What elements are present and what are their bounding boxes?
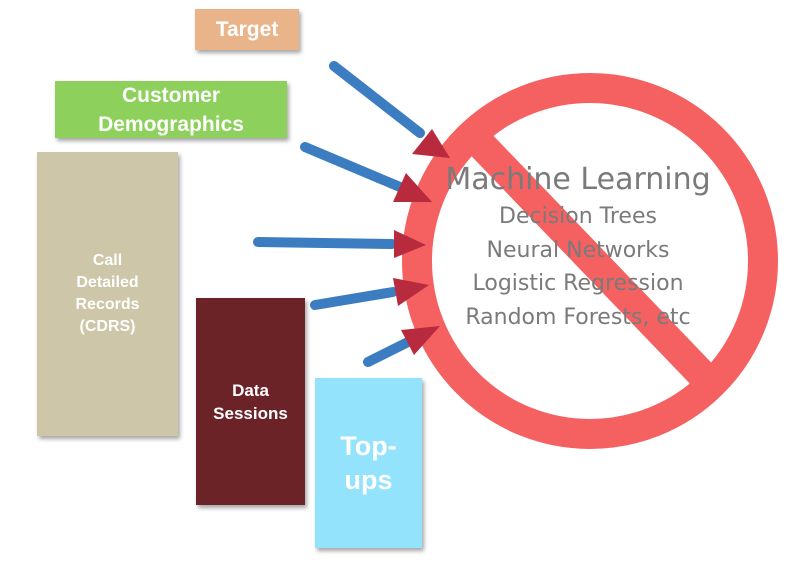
ml-item-logistic-regression: Logistic Regression	[472, 271, 684, 296]
data-sessions-label-line2: Sessions	[213, 403, 288, 423]
target-box: Target	[195, 9, 299, 50]
cdrs-label-line1: Call	[92, 252, 123, 269]
ml-item-random-forests: Random Forests, etc	[465, 304, 691, 330]
arrow-target	[329, 61, 450, 158]
top-ups-box: Top- ups	[315, 378, 422, 548]
arrow-data-sessions	[310, 278, 429, 310]
prohibition-slash	[459, 122, 723, 396]
arrow-cdrs	[253, 230, 426, 258]
arrow-topups	[363, 326, 440, 367]
customer-demographics-box: Customer Demographics	[55, 81, 287, 138]
ml-item-decision-trees: Decision Trees	[499, 204, 657, 229]
cdrs-label-line4: (CDRS)	[79, 318, 136, 335]
prohibition-ring	[402, 73, 778, 449]
machine-learning-title: Machine Learning	[445, 162, 711, 197]
demographics-label-line1: Customer	[121, 83, 221, 107]
topups-label-line2: ups	[344, 465, 393, 495]
data-sessions-label-line1: Data	[232, 380, 269, 400]
cdrs-label-line2: Detailed	[76, 274, 139, 291]
prohibition-sign-icon	[402, 73, 778, 449]
demographics-label-line2: Demographics	[98, 112, 244, 136]
data-sessions-box: Data Sessions	[196, 298, 305, 505]
ml-item-neural-networks: Neural Networks	[486, 237, 670, 263]
call-detailed-records-box: Call Detailed Records (CDRS)	[37, 152, 178, 436]
target-label: Target	[215, 17, 279, 41]
cdrs-label-line3: Records	[75, 296, 140, 313]
machine-learning-text: Machine Learning Decision Trees Neural N…	[420, 160, 736, 334]
arrow-demographics	[300, 142, 432, 202]
topups-label-line1: Top-	[340, 431, 397, 461]
